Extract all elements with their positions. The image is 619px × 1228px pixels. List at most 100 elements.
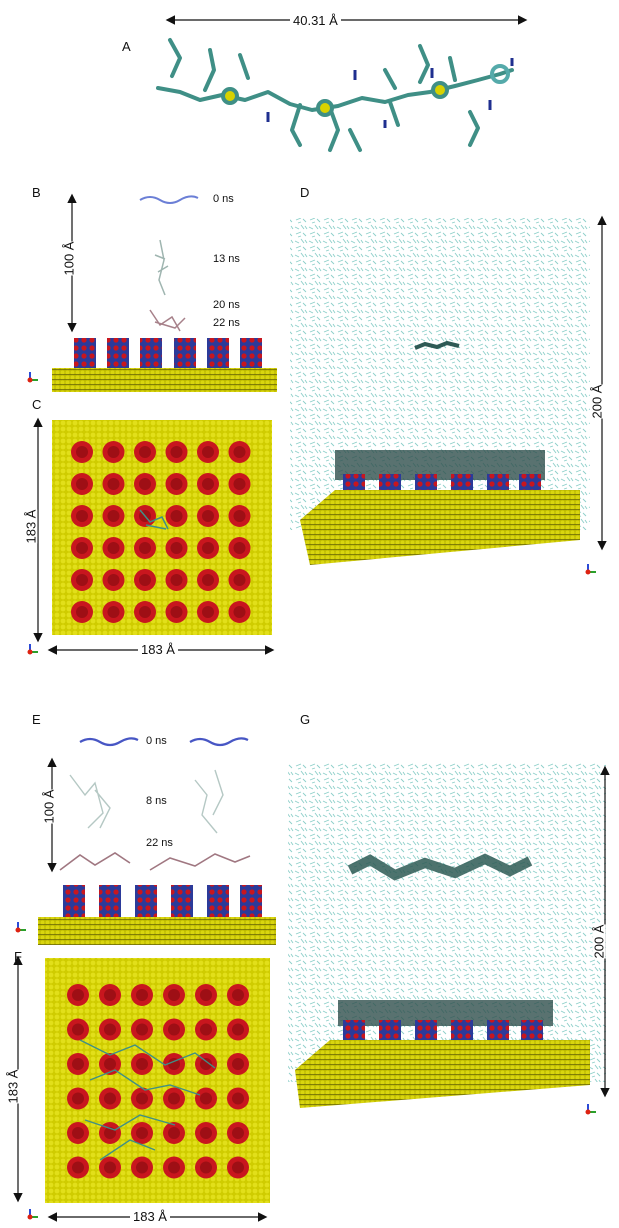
pillar-top-core	[72, 1161, 84, 1174]
time-label-b-0: 0 ns	[213, 193, 234, 205]
pillar-top-core	[232, 1092, 244, 1105]
polymer-d	[414, 340, 460, 350]
pillar-top-core	[233, 446, 246, 458]
polymer-chain-a	[156, 38, 514, 152]
panel-e	[15, 737, 276, 945]
pillar-top-core	[107, 478, 120, 490]
pillar-top-core	[200, 1023, 212, 1036]
length-label-a: 40.31 Å	[290, 14, 341, 27]
pillar-top-core	[170, 510, 183, 522]
height-label-f: 183 Å	[5, 1069, 21, 1104]
pillar-top-core	[72, 1058, 84, 1070]
pillar-top-core	[202, 606, 214, 618]
pillar-top-core	[202, 510, 214, 522]
polymer-22ns-b	[149, 309, 186, 332]
pillar-top-core	[168, 1092, 180, 1105]
height-label-b: 100 Å	[61, 241, 77, 276]
polymer-0ns-b	[139, 195, 199, 204]
panel-letter-d: D	[300, 185, 310, 200]
pillar-grid-c	[71, 441, 251, 623]
pillar-top-core	[104, 1092, 116, 1105]
substrate-d	[300, 490, 580, 565]
pillar-top-core	[233, 606, 246, 618]
adsorbed-layer-d	[335, 450, 545, 480]
pillar-top-core	[233, 542, 246, 554]
pillar-top-core	[136, 989, 148, 1001]
polymer-22ns-e	[59, 852, 251, 871]
pillar-top-core	[139, 606, 151, 618]
pillar-top-core	[104, 989, 116, 1001]
pillar-top-core	[233, 574, 246, 586]
pillar-top-core	[170, 446, 183, 458]
panel-letter-e: E	[32, 712, 41, 727]
time-label-b-1: 13 ns	[213, 253, 240, 265]
axes-icon-g	[585, 1104, 596, 1115]
axes-icon-f	[27, 1209, 38, 1220]
substrate-e	[38, 917, 276, 945]
axes-icon-d	[585, 564, 596, 575]
pillar-top-core	[170, 606, 183, 618]
height-label-g: 200 Å	[591, 924, 607, 959]
time-label-e-2: 22 ns	[146, 837, 173, 849]
panel-letter-c: C	[32, 397, 42, 412]
pillar-top-core	[136, 1161, 148, 1174]
height-label-e: 100 Å	[41, 789, 57, 824]
pillar-top-core	[72, 1127, 84, 1139]
panel-b	[27, 193, 277, 392]
panel-g	[288, 762, 610, 1115]
pillar-grid-f	[67, 984, 249, 1179]
time-label-e-1: 8 ns	[146, 795, 167, 807]
pillar-top-core	[200, 1161, 212, 1174]
pillar-top-core	[202, 574, 214, 586]
pillar-top-core	[107, 542, 120, 554]
pillars-b	[74, 338, 262, 368]
pillar-top-core	[200, 1058, 212, 1070]
pillar-top-core	[76, 446, 88, 458]
pillar-top-core	[170, 478, 183, 490]
pillar-top-core	[139, 446, 151, 458]
pillar-top-core	[76, 542, 88, 554]
pillar-top-core	[200, 989, 212, 1001]
panel-letter-g: G	[300, 712, 311, 727]
pillar-top-core	[136, 1092, 148, 1105]
panel-letter-b: B	[32, 185, 41, 200]
pillar-top-core	[107, 446, 120, 458]
pillar-top-core	[168, 1161, 180, 1174]
pillar-top-core	[202, 478, 214, 490]
pillar-top-core	[107, 606, 120, 618]
polymer-g	[347, 853, 533, 881]
time-label-b-3: 22 ns	[213, 317, 240, 329]
polymer-0ns-left-e	[79, 737, 139, 747]
pillar-top-core	[139, 574, 151, 586]
pillar-top-core	[232, 1161, 244, 1174]
pillar-top-core	[232, 989, 244, 1001]
pillars-e	[63, 885, 262, 917]
pillar-top-core	[136, 1023, 148, 1036]
polymer-8ns-left-e	[69, 774, 111, 829]
pillar-top-core	[232, 1058, 244, 1070]
pillar-top-core	[76, 606, 88, 618]
axes-icon-b	[27, 372, 38, 383]
pillar-top-core	[104, 1058, 116, 1070]
pillar-top-core	[139, 478, 151, 490]
pillar-top-core	[104, 1161, 116, 1174]
pillar-top-core	[168, 1058, 180, 1070]
width-label-c: 183 Å	[138, 643, 178, 656]
pillar-top-core	[200, 1092, 212, 1105]
pillar-top-core	[168, 989, 180, 1001]
panel-letter-a: A	[122, 39, 131, 54]
time-label-b-2: 20 ns	[213, 299, 240, 311]
pillar-top-core	[168, 1023, 180, 1036]
nitrogen-atoms-a	[266, 58, 514, 128]
pillar-top-core	[202, 542, 214, 554]
polymer-8ns-right-e	[194, 769, 224, 834]
pillar-top-core	[233, 510, 246, 522]
water-box-g	[288, 762, 606, 1082]
width-label-f: 183 Å	[130, 1210, 170, 1223]
panel-c	[27, 417, 275, 655]
adsorbed-layer-g	[338, 1000, 553, 1026]
pillar-top-core	[76, 574, 88, 586]
pillar-top-core	[168, 1127, 180, 1139]
polymer-top-f	[79, 1039, 216, 1161]
